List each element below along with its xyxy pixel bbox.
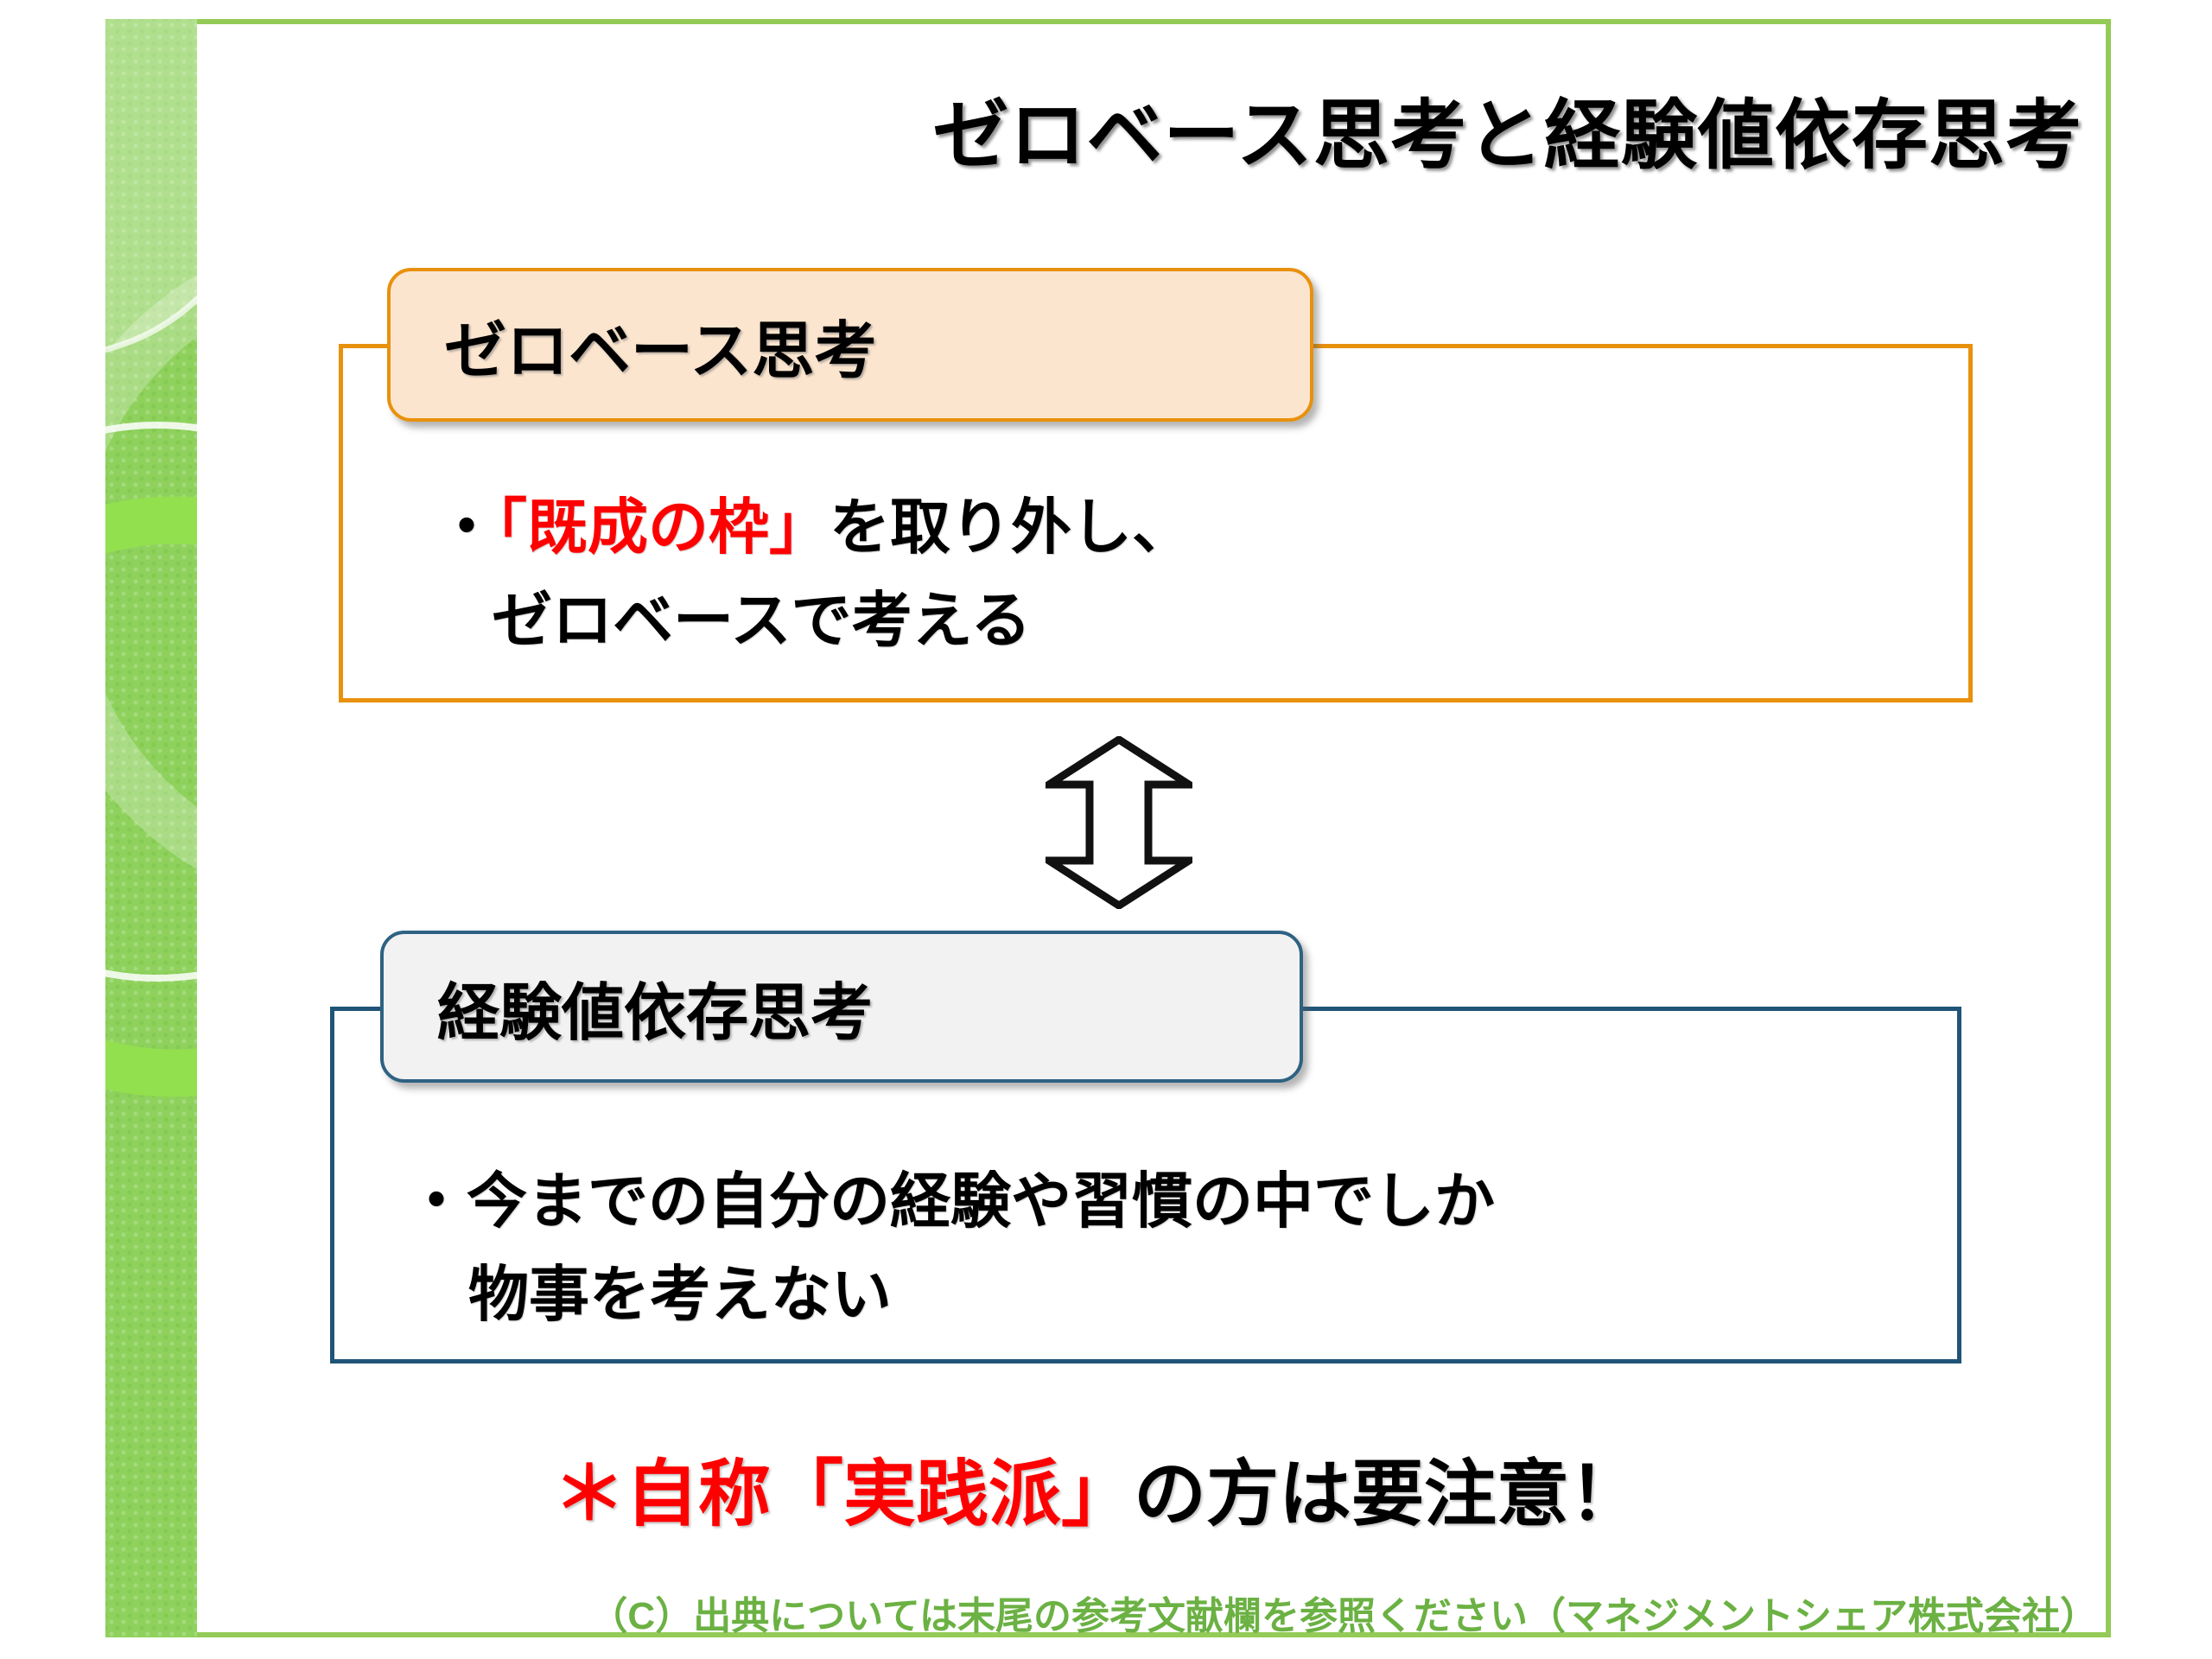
circle-decoration <box>105 422 197 982</box>
circle-decoration <box>105 496 197 1097</box>
experience-header: 経験値依存思考 <box>380 931 1303 1083</box>
experience-line2: 物事を考えない <box>468 1261 892 1328</box>
circle-decoration <box>105 19 197 353</box>
experience-header-label: 経験値依存思考 <box>437 978 874 1048</box>
warning-red-part: ＊自称「実践派」 <box>553 1453 1135 1535</box>
strip-circles-decoration <box>105 19 197 1097</box>
experience-line1: ・今までの自分の経験や習慣の中でしか <box>406 1167 1495 1235</box>
zero-base-header: ゼロベース思考 <box>387 268 1313 422</box>
zero-base-line2: ゼロベースで考える <box>492 587 1032 654</box>
red-highlight-text: 「既成の枠」 <box>497 493 830 561</box>
footer-credit: （C）出典については末尾の参考文献欄を参照ください（マネジメントシェア株式会社） <box>589 1595 2098 1637</box>
bullet: ・ <box>436 493 497 561</box>
warning-black-part: の方は要注意！ <box>1134 1453 1643 1535</box>
warning-note: ＊自称「実践派」の方は要注意！ <box>553 1436 1642 1541</box>
zero-base-line1-rest: を取り外し、 <box>830 493 1192 561</box>
zero-base-body-text: ・「既成の枠」を取り外し、 ゼロベースで考える <box>436 480 1192 667</box>
decorative-side-strip <box>105 19 197 1637</box>
zero-base-header-label: ゼロベース思考 <box>444 316 877 386</box>
circle-decoration <box>105 275 197 869</box>
up-down-arrow-icon <box>1046 736 1192 909</box>
experience-body-text: ・今までの自分の経験や習慣の中でしか 物事を考えない <box>406 1154 1495 1341</box>
slide-title: ゼロベース思考と経験値依存思考 <box>932 92 2082 178</box>
